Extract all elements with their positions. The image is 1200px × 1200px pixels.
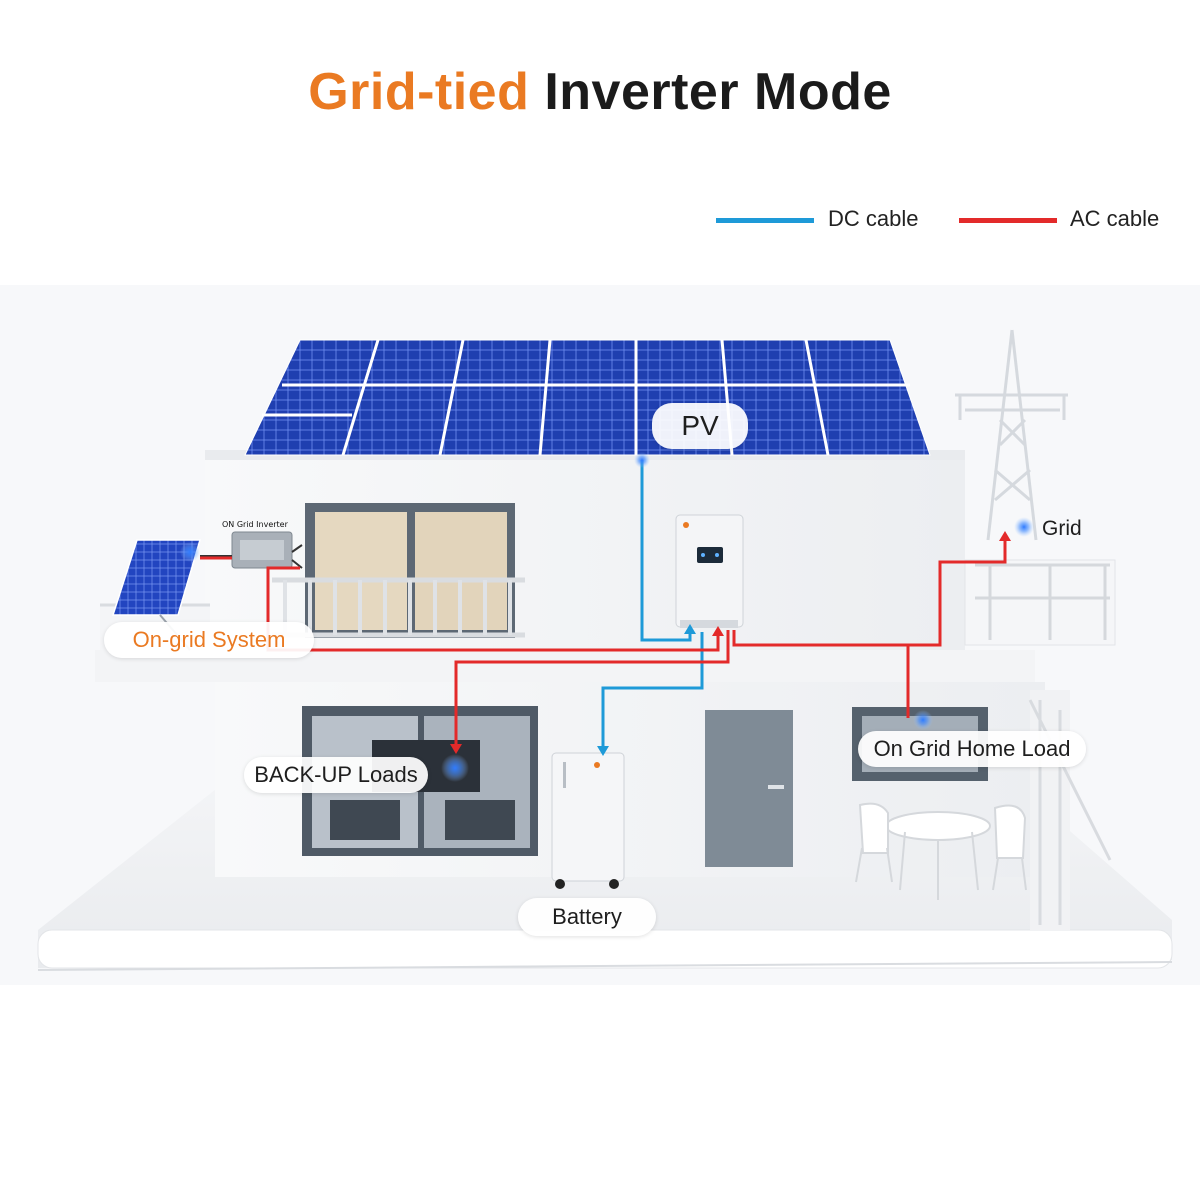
micro-inverter	[200, 531, 303, 569]
upper-floor	[100, 450, 1116, 665]
dc-arrowheads	[597, 624, 696, 756]
battery-label: Battery	[518, 898, 656, 936]
on-grid-home-load-label: On Grid Home Load	[858, 731, 1086, 767]
backup-loads-label: BACK-UP Loads	[244, 757, 428, 793]
title-accent: Grid-tied	[308, 63, 530, 121]
battery-cabinet	[551, 752, 625, 889]
on-grid-system-label: On-grid System	[104, 622, 314, 658]
patio-furniture	[855, 802, 1027, 900]
on-grid-inverter-label: ON Grid Inverter	[222, 520, 288, 529]
ac-cable-swatch	[959, 218, 1057, 223]
ac-cable-legend-label: AC cable	[1070, 206, 1160, 231]
roof-solar-array	[244, 339, 931, 456]
grid-label: Grid	[1042, 517, 1082, 540]
ac-arrowheads	[450, 531, 1011, 754]
dc-cable-legend-label: DC cable	[828, 206, 919, 231]
transmission-tower	[955, 329, 1068, 541]
diagram-title: Grid-tied Inverter Mode	[0, 62, 1200, 122]
connection-glows	[180, 452, 1034, 782]
legend: DC cable AC cable	[716, 204, 1186, 236]
pv-label: PV	[652, 403, 748, 449]
hybrid-inverter	[675, 514, 744, 628]
dc-cable-swatch	[716, 218, 814, 223]
title-rest: Inverter Mode	[544, 63, 892, 121]
